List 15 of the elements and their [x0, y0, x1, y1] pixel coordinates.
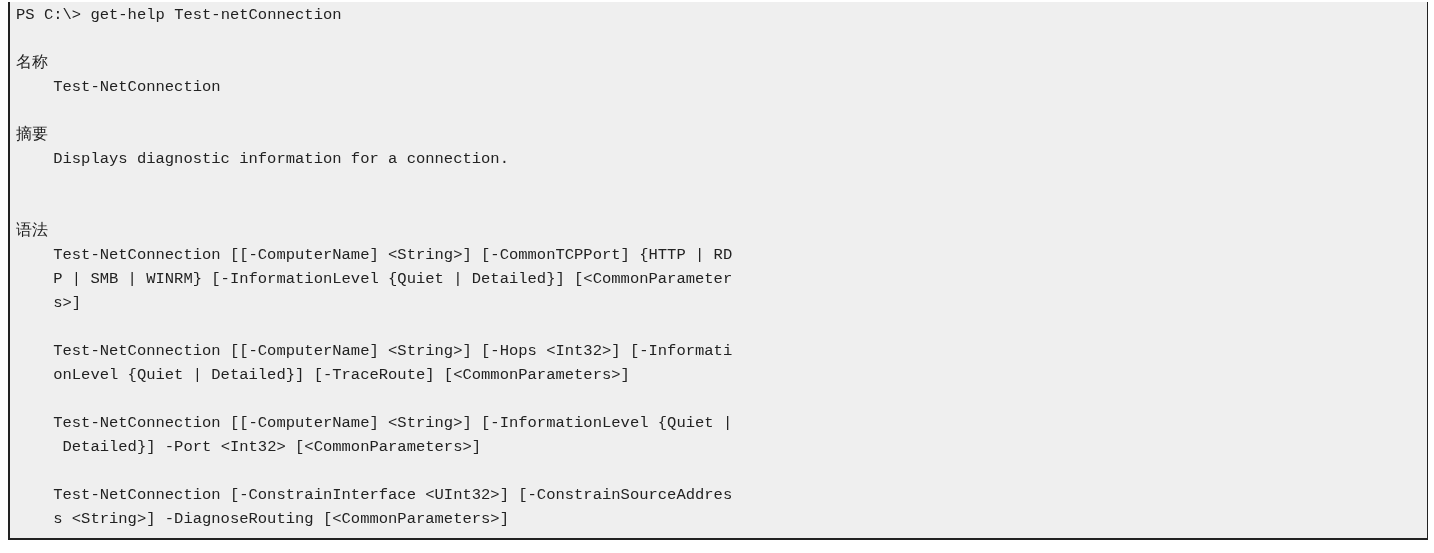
syntax-line: s>] — [53, 293, 82, 313]
section-heading: 语法 — [16, 221, 48, 241]
syntax-line: Test-NetConnection [[-ComputerName] <String>] [-CommonTCPPort] {HTTP | RD — [53, 245, 733, 265]
output-line: Test-NetConnection — [53, 77, 221, 97]
syntax-line: onLevel {Quiet | Detailed}] [-TraceRoute] [<CommonParameters>] — [53, 365, 630, 385]
output-line: Displays diagnostic information for a connection. — [53, 149, 509, 169]
syntax-line: s <String>] -DiagnoseRouting [<CommonParameters>] — [53, 509, 509, 529]
syntax-line: Detailed}] -Port <Int32> [<CommonParameters>] — [62, 437, 482, 457]
syntax-line: P | SMB | WINRM} [-InformationLevel {Quiet | Detailed}] [<CommonParameter — [53, 269, 733, 289]
syntax-line: Test-NetConnection [-ConstrainInterface <UInt32>] [-ConstrainSourceAddres — [53, 485, 733, 505]
section-heading: 摘要 — [16, 125, 48, 145]
syntax-line: Test-NetConnection [[-ComputerName] <String>] [-InformationLevel {Quiet | — [53, 413, 733, 433]
section-heading: 名称 — [16, 53, 48, 73]
syntax-line: Test-NetConnection [[-ComputerName] <String>] [-Hops <Int32>] [-Informati — [53, 341, 733, 361]
command-line: PS C:\> get-help Test-netConnection — [16, 5, 342, 25]
